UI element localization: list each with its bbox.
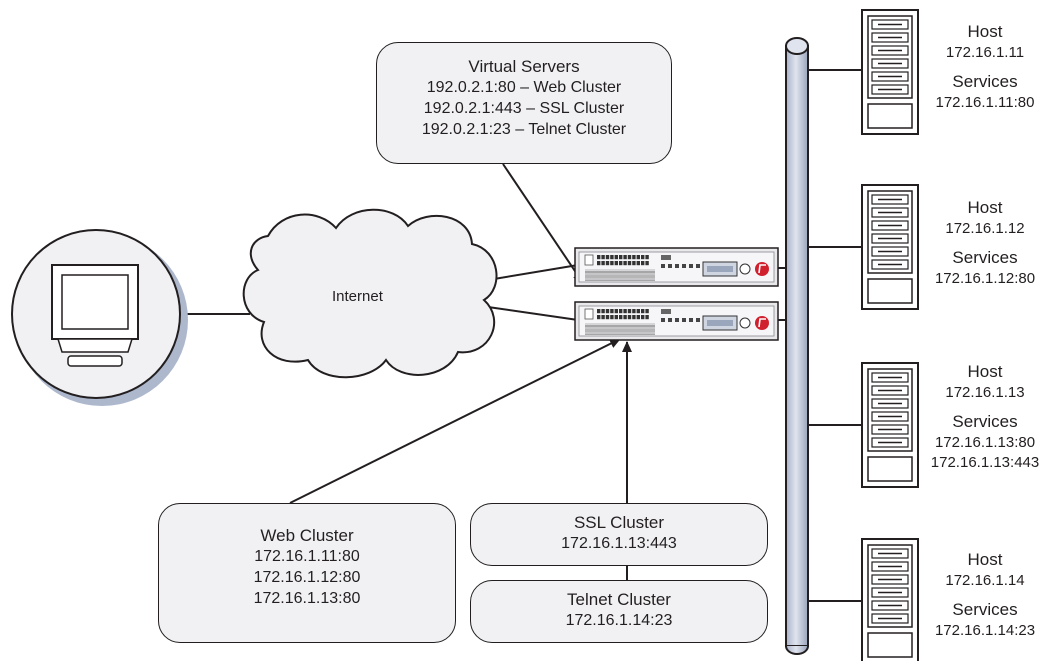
client-computer-icon <box>11 229 188 406</box>
server-rack <box>861 9 919 661</box>
web-cluster-title: Web Cluster <box>260 526 354 545</box>
services-heading: Services <box>952 600 1018 619</box>
service-endpoint: 172.16.1.13:80 <box>934 434 1036 451</box>
internet-label: Internet <box>332 288 383 305</box>
load-balancer-pair <box>574 247 779 341</box>
f5-logo-icon <box>755 262 769 276</box>
service-endpoint: 172.16.1.11:80 <box>935 94 1035 111</box>
load-balancer-appliance-icon <box>574 247 779 287</box>
host-heading: Host <box>967 362 1003 381</box>
services-heading: Services <box>952 248 1018 267</box>
ssl-cluster-box: SSL Cluster 172.16.1.13:443 <box>470 503 768 566</box>
internet-to-lb1-link <box>487 264 579 281</box>
web-cluster-member: 172.16.1.13:80 <box>253 590 361 607</box>
host-ip: 172.16.1.12 <box>945 220 1025 237</box>
server-tower-icon <box>861 184 919 310</box>
web-cluster-member: 172.16.1.12:80 <box>253 569 361 586</box>
ssl-cluster-member: 172.16.1.13:443 <box>561 535 677 552</box>
host-ip: 172.16.1.14 <box>945 572 1025 589</box>
telnet-cluster-title: Telnet Cluster <box>567 590 671 609</box>
virtual-server-entry: 192.0.2.1:443 – SSL Cluster <box>423 100 625 117</box>
virtual-server-entry: 192.0.2.1:80 – Web Cluster <box>426 79 622 96</box>
internet-cloud-icon <box>242 208 498 379</box>
virtual-servers-box: Virtual Servers 192.0.2.1:80 – Web Clust… <box>376 42 672 164</box>
virtual-server-entry: 192.0.2.1:23 – Telnet Cluster <box>421 121 627 138</box>
internet-to-lb2-link <box>487 306 579 321</box>
web-cluster-member: 172.16.1.11:80 <box>254 548 360 565</box>
ssl-cluster-title: SSL Cluster <box>573 513 665 532</box>
network-backbone-icon <box>785 37 809 655</box>
virtual-servers-title: Virtual Servers <box>468 57 580 76</box>
server-tower-icon <box>861 538 919 661</box>
connection-lines <box>180 69 862 602</box>
services-heading: Services <box>952 412 1018 431</box>
service-endpoint: 172.16.1.12:80 <box>934 270 1036 287</box>
web-cluster-box: Web Cluster 172.16.1.11:80 172.16.1.12:8… <box>158 503 456 643</box>
telnet-cluster-member: 172.16.1.14:23 <box>565 612 673 629</box>
services-heading: Services <box>952 72 1018 91</box>
server-tower-icon <box>861 9 919 135</box>
host-label-group: Host 172.16.1.13 Services 172.16.1.13:80… <box>925 361 1045 473</box>
telnet-cluster-box: Telnet Cluster 172.16.1.14:23 <box>470 580 768 643</box>
web-cluster-arrow <box>289 338 621 504</box>
host-heading: Host <box>967 198 1003 217</box>
load-balancer-appliance-icon <box>574 301 779 341</box>
host-label-group: Host 172.16.1.12 Services 172.16.1.12:80 <box>930 197 1040 289</box>
host-ip: 172.16.1.13 <box>945 384 1025 401</box>
server-tower-icon <box>861 362 919 488</box>
service-endpoint: 172.16.1.14:23 <box>934 622 1036 639</box>
host-label-group: Host 172.16.1.14 Services 172.16.1.14:23 <box>930 549 1040 641</box>
service-endpoint: 172.16.1.13:443 <box>930 454 1040 471</box>
host-label-group: Host 172.16.1.11 Services 172.16.1.11:80 <box>930 21 1040 113</box>
virtual-servers-arrow <box>502 163 584 284</box>
host-heading: Host <box>967 22 1003 41</box>
host-ip: 172.16.1.11 <box>945 44 1025 61</box>
host-heading: Host <box>967 550 1003 569</box>
f5-logo-icon <box>755 316 769 330</box>
